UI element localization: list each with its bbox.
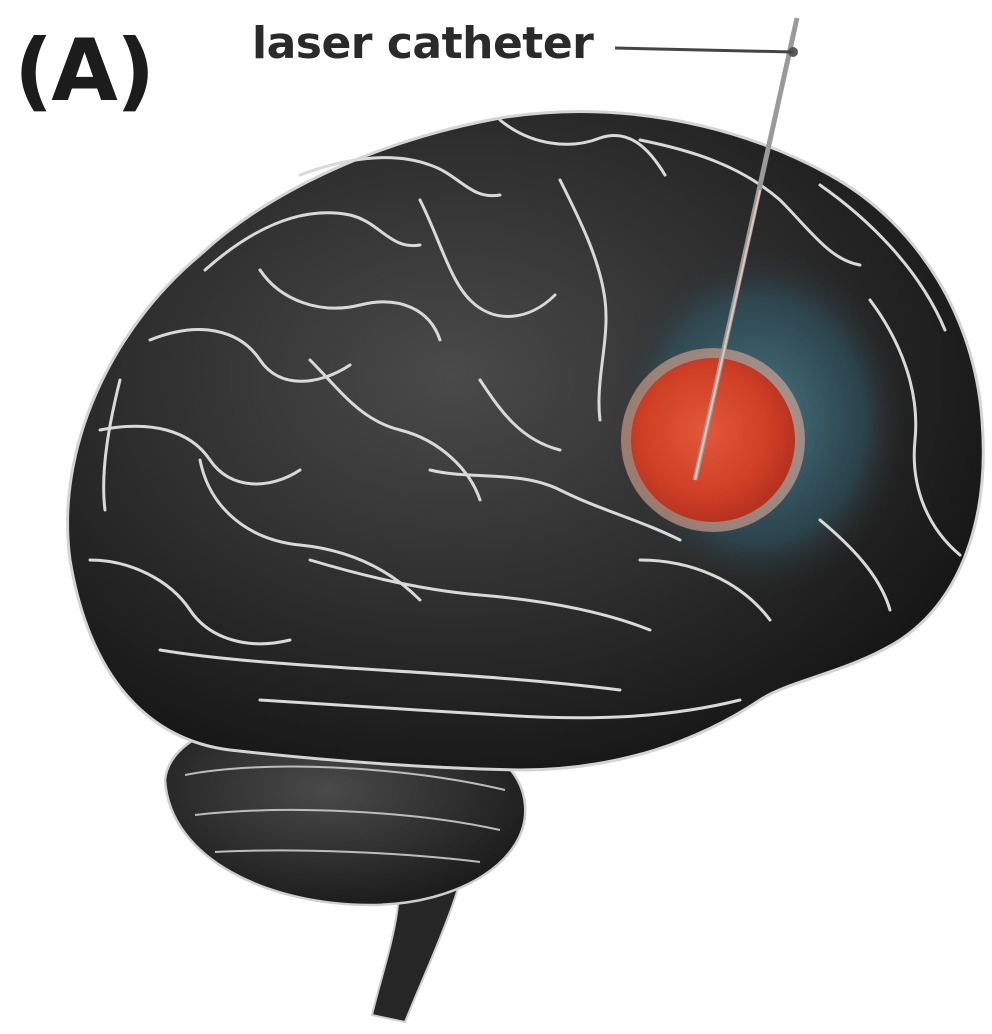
callout-leader-line <box>615 48 793 52</box>
callout-label: laser catheter <box>252 22 593 66</box>
panel-label: (A) <box>14 28 153 114</box>
lesion <box>631 358 795 522</box>
